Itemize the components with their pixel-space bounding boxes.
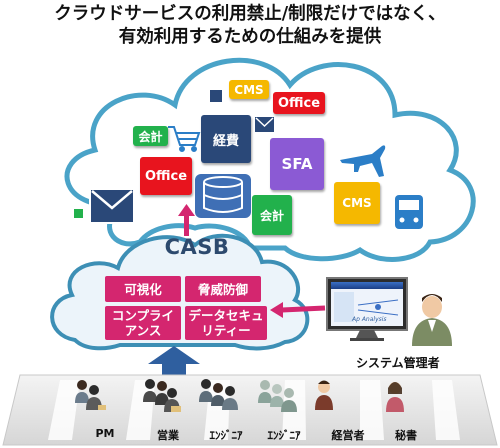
shopping-cart-icon [168, 126, 201, 152]
admin-label: システム管理者 [356, 356, 440, 370]
app-tile-keihi: 経費 [201, 115, 251, 163]
app-tile-sfa: SFA [270, 138, 324, 190]
app-tile-office-mid: Office [140, 157, 192, 195]
casb-to-cloud-arrow [178, 204, 195, 236]
user-label-sales: 営業 [157, 429, 179, 442]
user-label-secretary: 秘書 [395, 429, 417, 442]
casb-compliance-box: コンプライ アンス [105, 306, 181, 340]
user-label-engineer-2: ｴﾝｼﾞﾆｱ [267, 429, 301, 442]
user-group-engineer-1 [199, 379, 238, 410]
user-label-executive: 経営者 [331, 429, 365, 442]
app-tile-kaikei-top: 会計 [133, 126, 168, 146]
mail-icon [89, 188, 135, 224]
app-tile-cms-bottom: CMS [334, 182, 380, 224]
title-line-2: 有効利用するための仕組みを提供 [118, 27, 382, 47]
page-title: クラウドサービスの利用禁止/制限だけではなく、 有効利用するための仕組みを提供 [0, 3, 500, 49]
user-group-sales [143, 379, 181, 412]
user-group-secretary [386, 382, 404, 412]
small-square-icon [210, 90, 222, 102]
user-group-engineer-2 [258, 380, 297, 412]
user-group-pm [75, 380, 106, 410]
app-tile-office-top: Office [273, 92, 325, 114]
admin-monitor [326, 277, 408, 341]
user-label-engineer-1: ｴﾝｼﾞﾆｱ [209, 429, 243, 442]
admin-connector-line [281, 305, 326, 313]
admin-person-icon [412, 294, 452, 346]
green-dot-icon [74, 209, 83, 218]
app-tile-kaikei-bottom: 会計 [252, 195, 292, 235]
casb-data-security-box: データセキュ リティー [185, 306, 267, 340]
user-group-executive [315, 380, 333, 410]
user-label-pm: PM [95, 427, 115, 440]
admin-screen-title: Ap Analysis [352, 316, 387, 323]
casb-visibility-box: 可視化 [105, 276, 181, 302]
airplane-icon [340, 145, 386, 177]
database-icon [195, 174, 251, 218]
train-icon [395, 195, 423, 229]
title-line-1: クラウドサービスの利用禁止/制限だけではなく、 [54, 4, 446, 24]
casb-threat-box: 脅威防御 [185, 276, 261, 302]
casb-title: CASB [164, 235, 230, 259]
envelope-small-icon [255, 117, 274, 132]
admin-connector-arrow [270, 302, 283, 318]
app-tile-cms-top: CMS [229, 80, 269, 99]
